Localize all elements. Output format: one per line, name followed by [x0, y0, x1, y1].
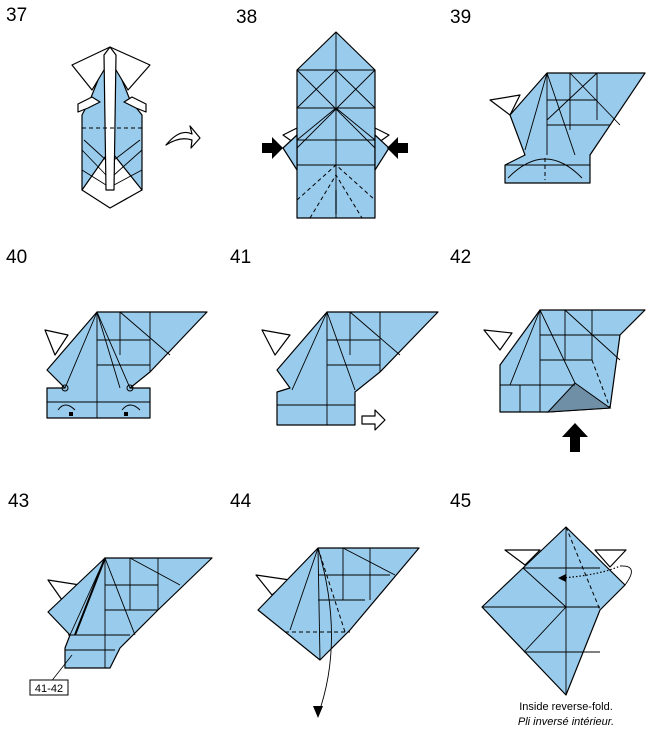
- reference-steps-label: 41-42: [35, 683, 63, 695]
- next-step-arrow-icon: [165, 125, 201, 149]
- step-number-44: 44: [230, 491, 252, 512]
- step-number-41: 41: [230, 247, 251, 268]
- push-arrow-right-icon: [387, 137, 408, 159]
- step-43-diagram: 41-42: [29, 557, 213, 696]
- step-number-37: 37: [6, 5, 27, 26]
- step-number-43: 43: [8, 491, 29, 512]
- step-number-40: 40: [6, 247, 27, 268]
- step-38-diagram: [262, 31, 408, 219]
- unfold-arrow-icon: [361, 409, 386, 431]
- step-number-45: 45: [450, 491, 471, 512]
- step-37-diagram: [71, 46, 201, 209]
- step-42-diagram: [483, 309, 646, 452]
- step-number-42: 42: [450, 247, 471, 268]
- caption-french: Pli inversé intérieur.: [518, 716, 614, 728]
- step-40-diagram: [44, 311, 208, 419]
- reference-steps-box: [29, 679, 69, 696]
- push-up-arrow-icon: [562, 423, 588, 452]
- push-arrow-left-icon: [262, 137, 283, 159]
- step-number-38: 38: [236, 7, 257, 28]
- fold-down-arrow-icon: [313, 706, 323, 718]
- caption-english: Inside reverse-fold.: [519, 701, 613, 713]
- step-45-diagram: Inside reverse-fold. Pli inversé intérie…: [481, 526, 632, 728]
- step-number-39: 39: [450, 7, 471, 28]
- step-41-diagram: [261, 311, 439, 431]
- step-39-diagram: [489, 72, 646, 184]
- step-44-diagram: [255, 547, 420, 718]
